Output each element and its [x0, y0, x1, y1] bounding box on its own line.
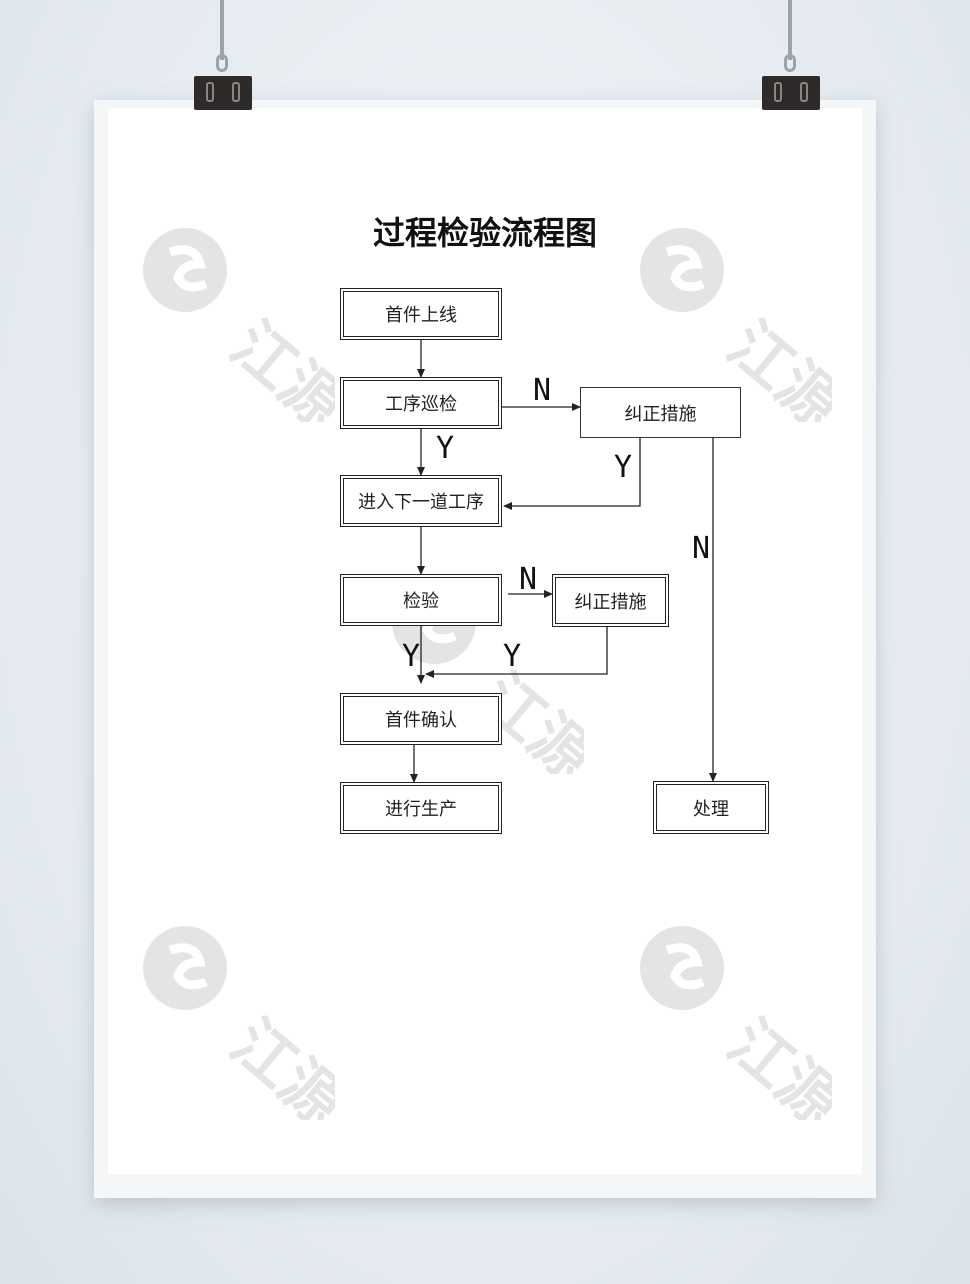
node-handling: 处理	[653, 781, 769, 834]
poster-sheet	[108, 108, 862, 1174]
wire-ring-left	[216, 54, 228, 72]
edge-label-n-inspection: N	[519, 562, 538, 597]
edge-label-y-inspection: Y	[402, 639, 421, 674]
edge-label-y-corrective1: Y	[614, 450, 633, 485]
edge-label-n-handling: N	[692, 531, 711, 566]
node-corrective-measures-2: 纠正措施	[552, 574, 669, 627]
edge-label-y-patrol: Y	[436, 431, 455, 466]
hanging-wire-right	[788, 0, 792, 60]
wire-ring-right	[784, 54, 796, 72]
node-inspection: 检验	[340, 574, 502, 626]
node-first-confirm: 首件确认	[340, 693, 502, 745]
edge-label-y-corrective2: Y	[503, 639, 522, 674]
hanging-wire-left	[220, 0, 224, 60]
edge-label-n-patrol: N	[533, 373, 552, 408]
node-first-online: 首件上线	[340, 288, 502, 340]
node-patrol-inspection: 工序巡检	[340, 377, 502, 429]
edge-corrective2-return	[425, 627, 608, 678]
node-production: 进行生产	[340, 782, 502, 834]
binder-clip-right-icon	[762, 76, 820, 110]
node-next-process: 进入下一道工序	[340, 475, 502, 527]
page-title: 过程检验流程图	[372, 214, 597, 252]
node-corrective-measures-1: 纠正措施	[580, 387, 741, 438]
binder-clip-left-icon	[194, 76, 252, 110]
edge-corrective-to-next	[503, 437, 641, 510]
